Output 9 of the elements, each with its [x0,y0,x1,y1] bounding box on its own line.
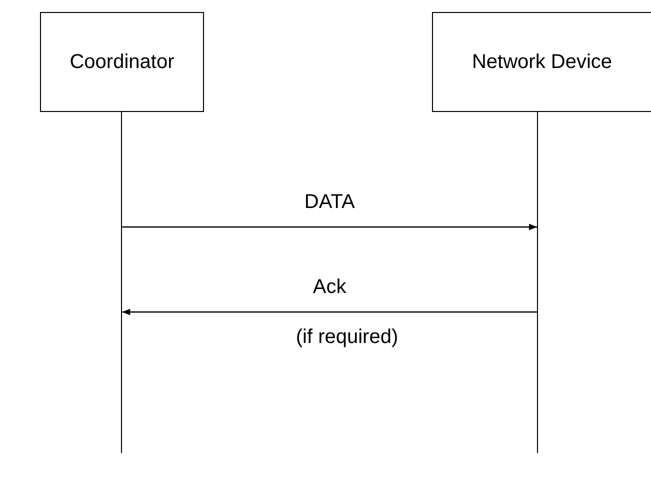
lifeline [121,112,122,453]
participant-box [40,12,204,112]
participant-name: Network Device [472,50,612,74]
note-text: (if required) [296,326,398,349]
lifeline [537,112,538,453]
participant-box [432,12,651,112]
participant-name: Coordinator [70,50,174,74]
message-arrow [122,224,537,230]
message-arrow [122,308,537,316]
